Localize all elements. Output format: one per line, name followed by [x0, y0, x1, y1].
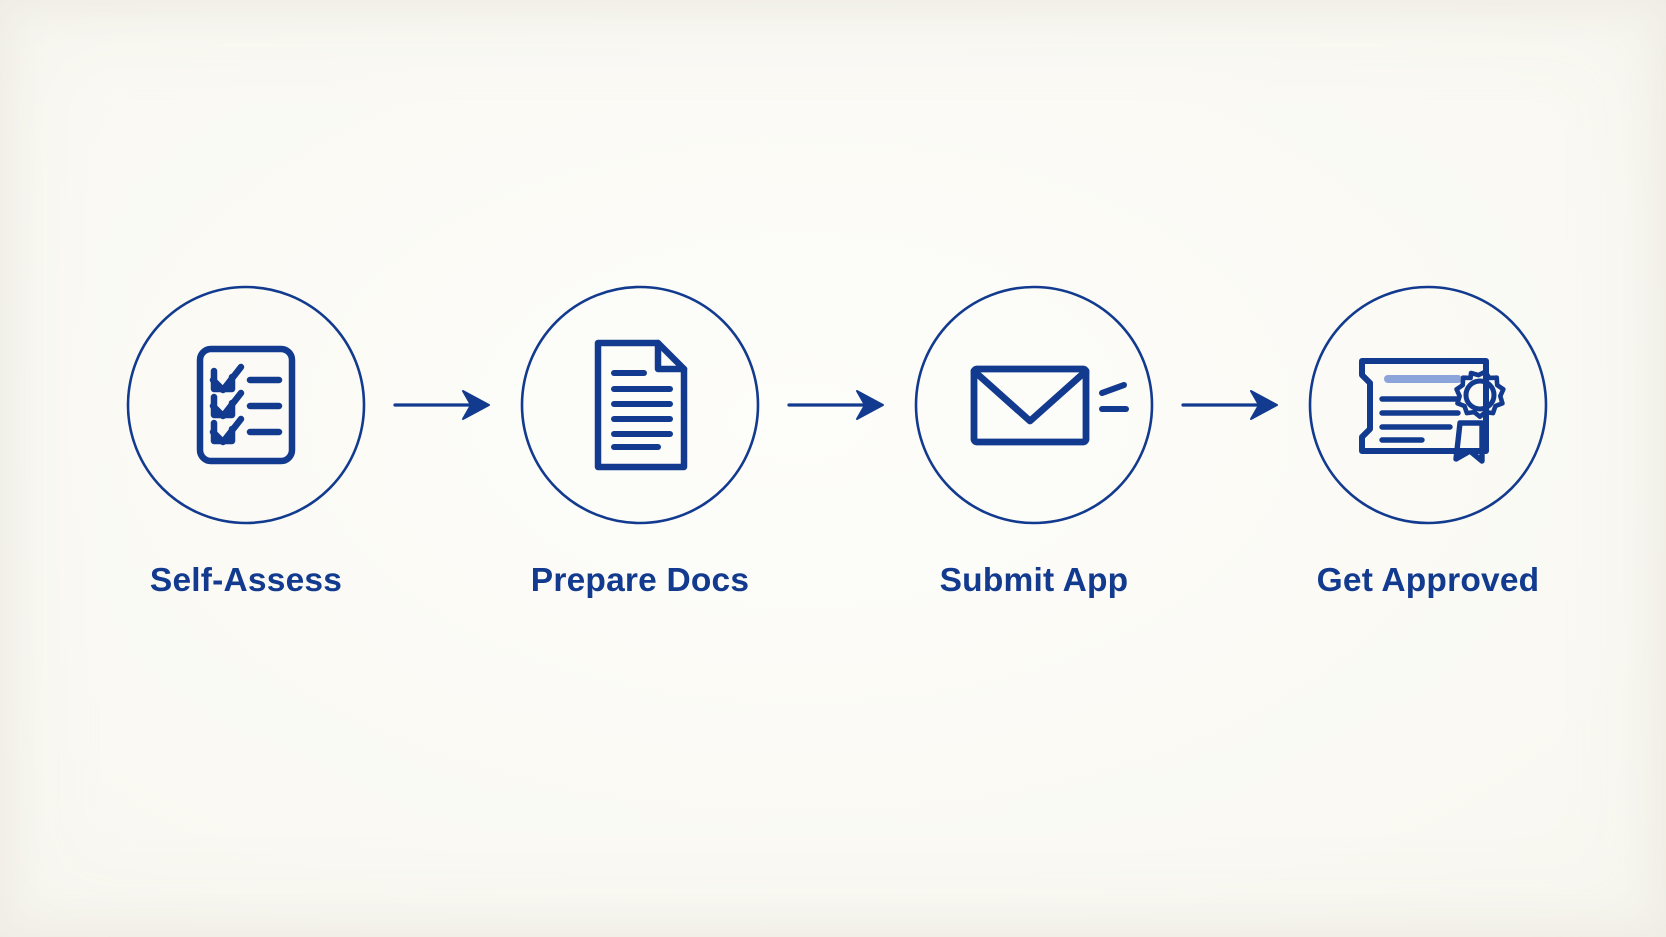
step-1-circle [126, 285, 366, 525]
step-1-circle-wrap [124, 283, 368, 527]
connector-1 [387, 283, 499, 527]
step-4-circle-wrap [1306, 283, 1550, 527]
arrow-right-icon [393, 390, 490, 420]
checklist-clipboard-icon [196, 345, 296, 465]
step-3-circle-wrap [912, 283, 1156, 527]
step-prepare-docs[interactable]: Prepare Docs [516, 283, 764, 598]
envelope-send-icon [970, 365, 1129, 446]
connector-2 [781, 283, 893, 527]
step-2-circle-wrap [518, 283, 762, 527]
step-2-circle [520, 285, 760, 525]
connector-3 [1175, 283, 1287, 527]
step-submit-app[interactable]: Submit App [910, 283, 1158, 598]
step-2-label: Prepare Docs [530, 562, 750, 599]
step-get-approved[interactable]: Get Approved [1304, 283, 1552, 598]
arrow-right-icon [787, 390, 884, 420]
document-page-icon [594, 339, 688, 471]
step-self-assess[interactable]: Self-Assess [122, 283, 370, 598]
steps-row: Self-Assess [122, 283, 1552, 613]
step-1-label: Self-Assess [149, 562, 343, 599]
certificate-award-icon [1359, 358, 1506, 464]
step-4-label: Get Approved [1316, 562, 1540, 599]
arrow-right-icon [1181, 390, 1278, 420]
step-3-label: Submit App [939, 562, 1129, 599]
step-3-circle [914, 285, 1154, 525]
step-4-circle [1308, 285, 1548, 525]
